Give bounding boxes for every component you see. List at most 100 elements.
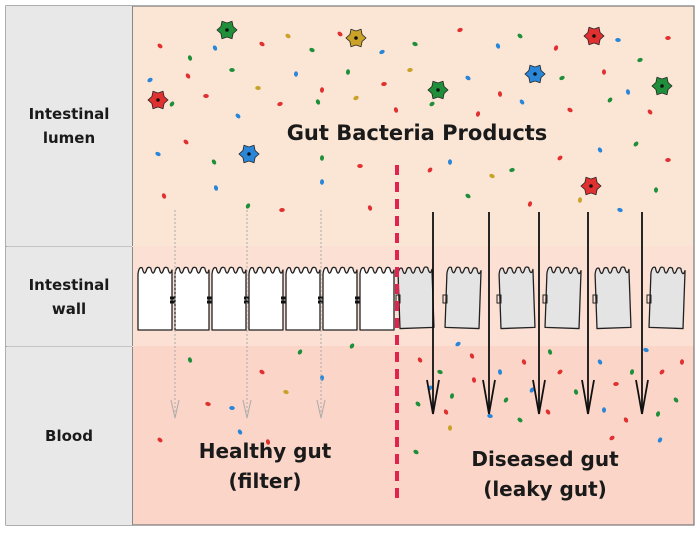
broken-junction bbox=[496, 294, 502, 304]
diseased-cell bbox=[397, 266, 435, 330]
particle bbox=[205, 401, 211, 407]
particle bbox=[655, 411, 661, 417]
particle bbox=[283, 389, 289, 395]
particle bbox=[157, 43, 163, 49]
diseased-gut-caption: Diseased gut (leaky gut) bbox=[445, 444, 645, 504]
bacteria-products bbox=[147, 27, 685, 455]
healthy-cell bbox=[322, 266, 358, 331]
healthy-cell bbox=[248, 266, 284, 331]
particle bbox=[449, 393, 455, 399]
bacterium-nucleus bbox=[436, 88, 440, 92]
particle bbox=[521, 359, 527, 365]
particle bbox=[379, 49, 385, 55]
particle bbox=[429, 101, 435, 107]
particle bbox=[277, 101, 283, 107]
particle bbox=[187, 357, 193, 363]
diagram-title: Gut Bacteria Products bbox=[286, 121, 548, 145]
blood-region bbox=[132, 346, 694, 525]
broken-junction bbox=[646, 294, 652, 304]
healthy-cell bbox=[174, 266, 210, 331]
particle bbox=[212, 45, 218, 51]
particle bbox=[353, 95, 359, 101]
particle bbox=[469, 353, 475, 359]
particle bbox=[315, 99, 321, 105]
diseased-cell bbox=[544, 266, 582, 330]
label-blood-text: Blood bbox=[45, 427, 93, 445]
bacterium-nucleus bbox=[592, 34, 596, 38]
particle bbox=[519, 99, 525, 105]
bacterium-nucleus bbox=[156, 98, 160, 102]
particle bbox=[503, 397, 509, 403]
particle bbox=[545, 409, 551, 415]
label-intestinal-wall: Intestinal wall bbox=[6, 247, 133, 346]
particle bbox=[157, 437, 163, 443]
bacteria-cells bbox=[147, 20, 673, 196]
particle bbox=[623, 417, 629, 423]
particle bbox=[629, 369, 635, 375]
particle bbox=[245, 203, 251, 209]
particle bbox=[653, 187, 659, 193]
healthy-gut-line2: (filter) bbox=[228, 469, 302, 493]
particle bbox=[183, 139, 189, 145]
label-wall-line2: wall bbox=[51, 299, 87, 318]
particle bbox=[609, 435, 615, 441]
bacterium-nucleus bbox=[354, 36, 358, 40]
particle bbox=[489, 173, 495, 179]
particle bbox=[415, 401, 421, 407]
particle bbox=[161, 193, 167, 199]
label-wall-line1: Intestinal bbox=[28, 275, 110, 294]
particle bbox=[349, 343, 355, 349]
particle bbox=[665, 35, 671, 41]
particle bbox=[203, 93, 209, 99]
particle bbox=[573, 389, 579, 395]
bacterium-nucleus bbox=[533, 72, 537, 76]
particle bbox=[448, 159, 452, 165]
particle bbox=[547, 349, 553, 355]
particle bbox=[443, 409, 449, 415]
particle bbox=[155, 151, 161, 157]
tight-junction bbox=[207, 300, 212, 304]
diseased-gut-line2: (leaky gut) bbox=[483, 477, 607, 501]
particle bbox=[665, 157, 671, 163]
diseased-cell bbox=[648, 266, 686, 330]
bacterium-nucleus bbox=[225, 28, 229, 32]
particle bbox=[297, 349, 303, 355]
diseased-cell bbox=[594, 266, 632, 330]
particle bbox=[437, 369, 443, 375]
particle bbox=[455, 341, 461, 347]
diseased-cell bbox=[498, 266, 536, 330]
label-intestinal-lumen: Intestinal lumen bbox=[6, 6, 133, 246]
particle bbox=[643, 347, 649, 353]
particle bbox=[237, 429, 243, 435]
particle bbox=[495, 43, 501, 49]
leaky-gut-arrows bbox=[426, 212, 649, 415]
particle bbox=[187, 55, 193, 61]
particle bbox=[615, 37, 621, 43]
healthy-cell bbox=[359, 266, 395, 331]
particle bbox=[517, 417, 523, 423]
particle bbox=[169, 101, 175, 107]
particle bbox=[577, 197, 583, 203]
label-lumen-line2: lumen bbox=[42, 129, 96, 147]
tight-junction bbox=[281, 296, 286, 300]
particle bbox=[527, 201, 533, 207]
particle bbox=[427, 167, 433, 173]
particle bbox=[637, 57, 643, 63]
broken-junction bbox=[542, 294, 548, 304]
particle bbox=[659, 369, 665, 375]
particle bbox=[567, 107, 573, 113]
particle bbox=[613, 381, 619, 387]
particle bbox=[597, 359, 603, 365]
particle bbox=[553, 45, 559, 51]
label-lumen-line1: Intestinal bbox=[28, 105, 110, 123]
label-blood: Blood bbox=[6, 347, 133, 525]
particle bbox=[487, 413, 493, 419]
particle bbox=[617, 207, 623, 213]
particle bbox=[657, 437, 663, 443]
particle bbox=[407, 67, 413, 73]
healthy-cell bbox=[285, 266, 321, 331]
particle bbox=[211, 159, 217, 165]
particle bbox=[229, 405, 235, 411]
particle bbox=[529, 387, 535, 393]
